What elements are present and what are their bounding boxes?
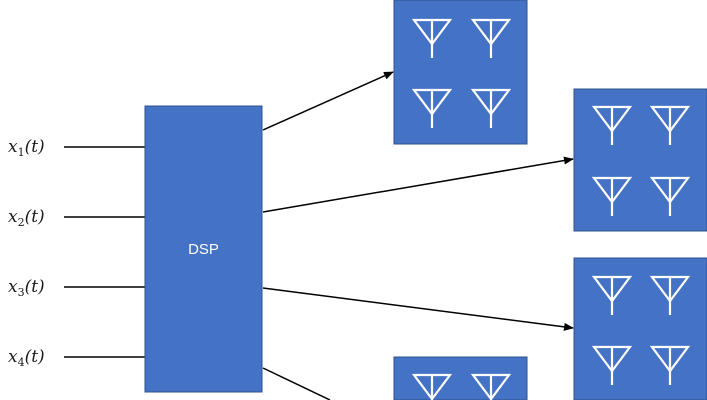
antenna-array-4 <box>393 356 528 400</box>
antenna-icon <box>411 18 453 58</box>
output-arrow-3 <box>262 287 574 331</box>
antenna-icon <box>649 176 691 216</box>
antenna-array-2 <box>573 88 707 232</box>
antenna-icon <box>411 88 453 128</box>
antenna-array-1 <box>393 0 528 145</box>
input-label-2: x2(t) <box>8 207 45 229</box>
input-label-1: x1(t) <box>8 137 45 159</box>
antenna-icon <box>649 345 691 385</box>
output-arrow-4 <box>262 367 331 400</box>
dsp-block <box>144 105 263 393</box>
antenna-icon <box>470 373 512 400</box>
output-arrow-2 <box>262 156 574 213</box>
antenna-icon <box>649 275 691 315</box>
antenna-icon <box>591 176 633 216</box>
input-label-4: x4(t) <box>8 347 45 369</box>
antenna-icon <box>591 275 633 315</box>
dsp-label: DSP <box>188 241 219 258</box>
antenna-icon <box>411 373 453 400</box>
antenna-array-3 <box>573 257 707 400</box>
antenna-icon <box>470 18 512 58</box>
antenna-icon <box>649 105 691 145</box>
input-label-3: x3(t) <box>8 277 45 299</box>
antenna-icon <box>591 105 633 145</box>
antenna-icon <box>591 345 633 385</box>
output-arrow-1 <box>262 71 394 131</box>
antenna-icon <box>470 88 512 128</box>
